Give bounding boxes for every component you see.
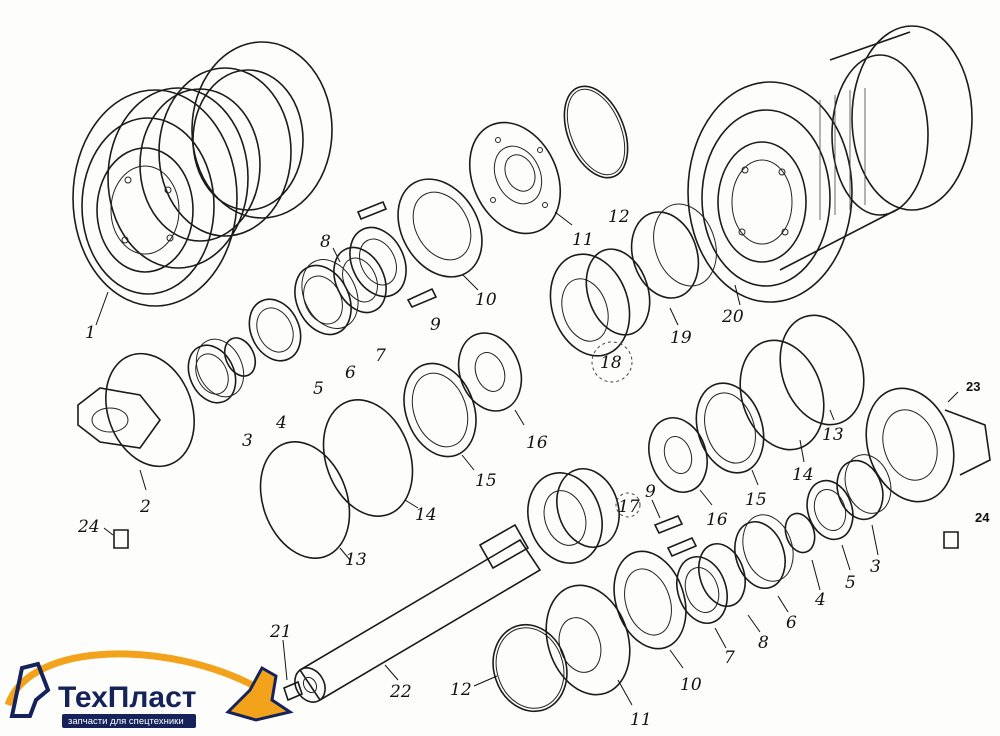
part-17-seal (615, 492, 641, 518)
label-13: 13 (345, 550, 367, 570)
part-20-roller (687, 25, 973, 306)
label-4-right: 4 (814, 590, 826, 610)
label-12-right: 12 (450, 680, 472, 700)
label-16-right: 16 (706, 510, 728, 530)
label-15: 15 (475, 471, 497, 491)
label-11: 11 (572, 230, 594, 250)
part-6-seal-left (294, 259, 359, 336)
company-logo: ТехПласт запчасти для спецтехники (4, 650, 294, 728)
label-6-right: 6 (786, 613, 797, 633)
label-24-right: 24 (975, 510, 990, 525)
label-9-right: 9 (645, 482, 656, 502)
part-16-washer-left (457, 332, 525, 426)
label-24-left: 24 (77, 517, 100, 537)
label-6: 6 (345, 363, 356, 383)
part-10-retainer-top (397, 178, 483, 291)
part-9-bolts-top (356, 200, 438, 309)
label-21: 21 (269, 622, 292, 642)
part-8-seal-ring-right (698, 543, 761, 633)
label-3-right: 3 (870, 557, 881, 577)
label-11-right: 11 (630, 710, 652, 730)
part-24-bolt-left (103, 527, 129, 549)
part-11-cover-top (468, 121, 573, 235)
part-12-oring-top (563, 85, 629, 179)
label-1: 1 (85, 323, 96, 343)
part-10-retainer-bottom (613, 550, 687, 669)
label-14: 14 (415, 505, 437, 525)
part-18-bearing-top (549, 248, 651, 383)
logo-orange-arc (4, 650, 260, 707)
label-16: 16 (526, 433, 548, 453)
label-7: 7 (375, 346, 386, 366)
label-18: 18 (600, 353, 622, 373)
logo-tagline: запчасти для спецтехники (68, 716, 184, 727)
label-12: 12 (608, 207, 630, 227)
part-22-shaft (294, 523, 542, 703)
label-5-right: 5 (845, 573, 856, 593)
part-3-spring-right (836, 454, 892, 556)
part-12-oring-bottom (473, 623, 568, 713)
part-13-shim-left (259, 441, 351, 561)
part-19-race (630, 203, 717, 326)
logo-excavator-right-icon (225, 665, 294, 722)
logo-tagline-bar (62, 714, 196, 728)
part-15-ring-right (695, 382, 765, 486)
label-15-right: 15 (745, 490, 767, 510)
part-5-ring-right (806, 479, 854, 571)
logo-name: ТехПласт (58, 681, 197, 714)
label-13-right: 13 (822, 425, 844, 445)
part-4-oring-left (223, 337, 257, 377)
part-3-spring-left (187, 338, 245, 404)
label-10-right: 10 (680, 675, 702, 695)
part-14-shim-left (322, 399, 419, 517)
label-17: 17 (618, 497, 640, 517)
label-23: 23 (966, 379, 980, 394)
part-14-shim-right (739, 339, 825, 463)
part-6-seal-right (734, 514, 794, 613)
part-2-bracket (77, 352, 195, 491)
part-5-ring-left (248, 298, 302, 362)
label-14-right: 14 (792, 465, 814, 485)
part-8-seal-ring-left (332, 226, 407, 298)
label-22: 22 (389, 682, 412, 702)
label-10: 10 (475, 290, 497, 310)
label-3: 3 (242, 431, 253, 451)
part-1-roller (72, 41, 333, 326)
label-4: 4 (275, 413, 287, 433)
part-4-oring-right (784, 512, 821, 591)
label-7-right: 7 (724, 648, 735, 668)
part-21-plug (282, 639, 303, 702)
part-24-bolt-right (943, 531, 959, 549)
part-18-bearing-bottom (527, 468, 620, 564)
logo-excavator-left-icon (9, 661, 51, 718)
label-20: 20 (721, 307, 744, 327)
label-19: 19 (670, 328, 692, 348)
part-11-cover-bottom (545, 584, 633, 706)
part-16-washer-right (648, 417, 713, 506)
label-5: 5 (313, 379, 324, 399)
part-7-seal-right (676, 556, 728, 649)
label-8-right: 8 (758, 633, 769, 653)
part-9-bolts-bottom (651, 499, 698, 558)
label-9: 9 (430, 315, 441, 335)
part-23-bracket (865, 387, 991, 503)
part-13-shim-right (779, 314, 865, 426)
part-labels: 1 2 3 4 5 6 7 8 9 10 11 12 13 14 15 16 1… (77, 207, 990, 730)
part-15-ring-left (403, 362, 477, 471)
label-2: 2 (139, 497, 151, 517)
label-8: 8 (320, 232, 331, 252)
